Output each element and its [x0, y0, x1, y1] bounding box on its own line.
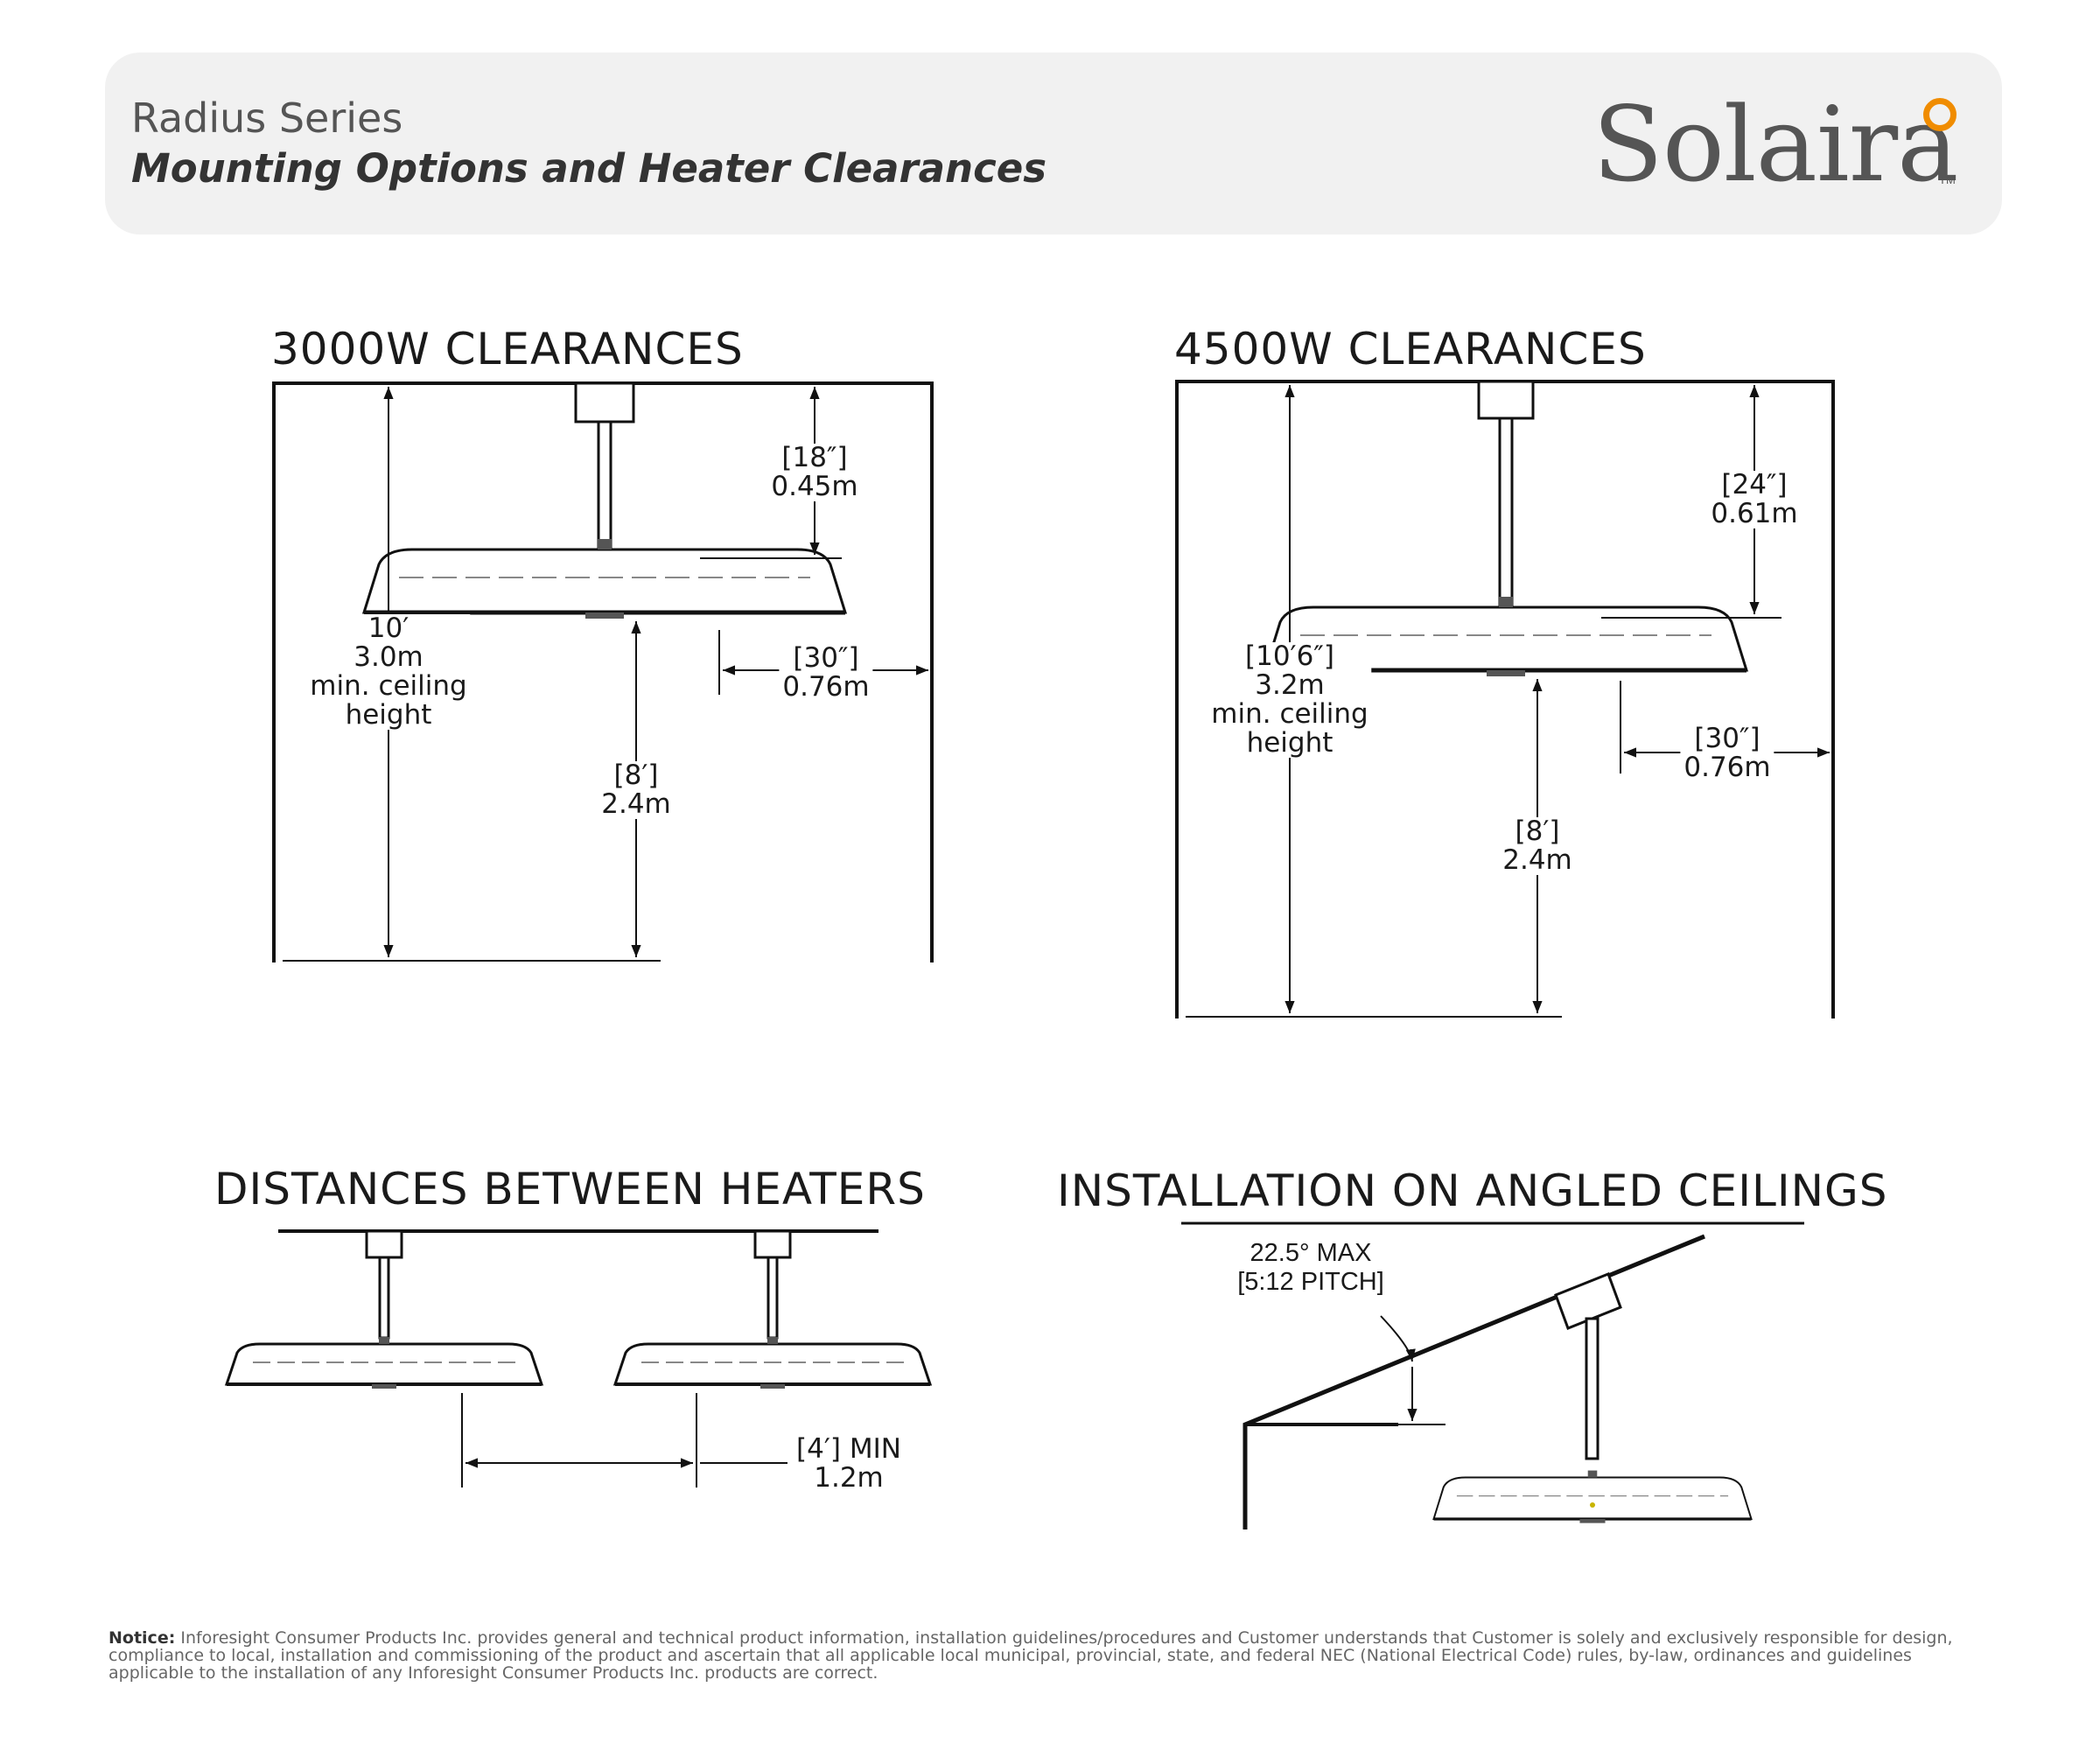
solaira-logo: Solaira [1592, 84, 1958, 205]
page-subtitle: Mounting Options and Heater Clearances [131, 145, 1047, 192]
label-4500w-side-clearance: [30″] 0.76m [1680, 724, 1774, 782]
diagram-angled-ceiling [1181, 1222, 1804, 1530]
logo-accent-ring-icon [1923, 98, 1956, 131]
diagram-4500w [1175, 380, 1835, 1018]
diagram-between-heaters [225, 1229, 932, 1488]
label-3000w-ceiling-height: 10′ 3.0m min. ceiling height [306, 614, 471, 730]
label-3000w-side-clearance: [30″] 0.76m [779, 644, 873, 702]
series-title: Radius Series [131, 94, 403, 142]
header-banner [105, 52, 2002, 234]
title-angled-ceilings: INSTALLATION ON ANGLED CEILINGS [1057, 1166, 1888, 1216]
label-max-angle: 22.5° MAX [5:12 PITCH] [1237, 1239, 1384, 1296]
legal-notice: Notice: Inforesight Consumer Products In… [108, 1629, 1998, 1682]
title-between-heaters: DISTANCES BETWEEN HEATERS [214, 1164, 926, 1214]
label-3000w-floor-clearance: [8′] 2.4m [598, 761, 675, 819]
notice-label: Notice: [108, 1628, 176, 1648]
notice-text: Inforesight Consumer Products Inc. provi… [108, 1628, 1953, 1683]
logo-trademark: TM [1939, 173, 1956, 186]
label-4500w-ceiling-height: [10′6″] 3.2m min. ceiling height [1208, 642, 1372, 758]
label-distance-between-heaters: [4′] MIN 1.2m [796, 1433, 901, 1494]
label-4500w-top-clearance: [24″] 0.61m [1707, 471, 1802, 528]
title-3000w: 3000W CLEARANCES [271, 324, 744, 374]
label-4500w-floor-clearance: [8′] 2.4m [1499, 817, 1576, 875]
label-3000w-top-clearance: [18″] 0.45m [767, 444, 862, 501]
title-4500w: 4500W CLEARANCES [1174, 324, 1647, 374]
